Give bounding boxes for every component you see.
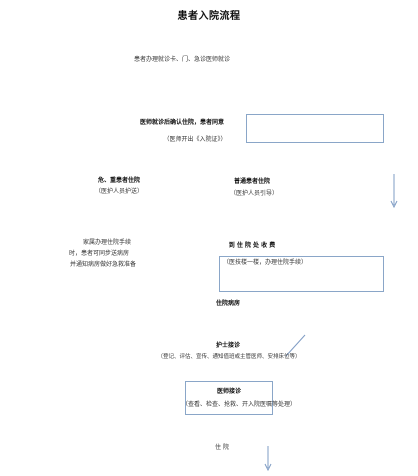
step-confirm-admission-note: （医师开出《入院证》）: [163, 136, 227, 143]
family-note-line1: 家属办理住院手续: [82, 239, 132, 246]
diagonal-arrow-icon: [285, 334, 306, 357]
flow-box-confirm: [246, 114, 384, 143]
admission-payment-note: （医技楼一楼，办理住院手续）: [222, 259, 308, 266]
critical-patient-admission: 危、重患者住院: [97, 177, 141, 184]
down-arrow-icon: [390, 174, 398, 209]
normal-patient-admission: 普通患者住院: [233, 178, 271, 185]
down-arrow-icon: [264, 446, 272, 472]
critical-patient-note: （医护人员护送）: [94, 188, 144, 195]
flow-box-doctor: [185, 381, 273, 415]
step-register-clinic: 患者办理就诊卡、门、急诊医师就诊: [133, 56, 231, 63]
hospitalization-final: 住 院: [215, 444, 229, 451]
family-note-line3: 并通知病房做好急救准备: [69, 261, 137, 268]
doctor-reception: 医师接诊: [216, 388, 242, 395]
family-note-line2: 时，患者可同步送病房: [68, 250, 130, 257]
doctor-reception-note: （查看、检查、抢救、开入院医嘱等处理）: [181, 401, 297, 408]
flow-box-payment: [219, 256, 384, 292]
nurse-reception: 护士接诊: [215, 342, 241, 349]
step-confirm-admission: 医师就诊后确认住院，患者同意: [139, 119, 225, 126]
admission-payment: 到 住 院 处 收 费: [228, 242, 276, 249]
nurse-reception-note: （登记、评估、宣传、通知值班或主管医师、安排床位等）: [157, 354, 301, 360]
page-title: 患者入院流程: [177, 11, 241, 22]
inpatient-ward: 住院病房: [215, 300, 241, 307]
normal-patient-note: （医护人员引导）: [229, 190, 279, 197]
